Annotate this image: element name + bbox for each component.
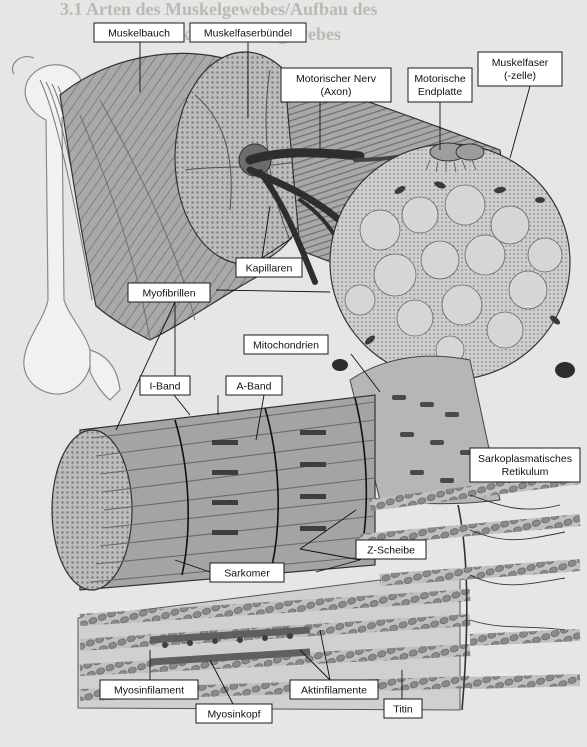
muscle-fiber-section bbox=[330, 144, 575, 380]
svg-text:Mitochondrien: Mitochondrien bbox=[253, 340, 319, 352]
label-motorischer-nerv: Motorischer Nerv (Axon) bbox=[281, 68, 391, 102]
svg-text:Muskelfaserbündel: Muskelfaserbündel bbox=[204, 28, 292, 40]
label-sarkomer: Sarkomer bbox=[210, 563, 284, 582]
svg-text:A-Band: A-Band bbox=[236, 381, 271, 393]
label-myosinkopf: Myosinkopf bbox=[196, 704, 272, 723]
svg-text:Titin: Titin bbox=[393, 704, 413, 716]
label-myosinfilament: Myosinfilament bbox=[100, 680, 198, 699]
label-muskelfaserbuendel: Muskelfaserbündel bbox=[190, 23, 306, 42]
svg-text:Myosinkopf: Myosinkopf bbox=[207, 709, 260, 721]
svg-text:Motorischer Nerv: Motorischer Nerv bbox=[296, 73, 377, 85]
svg-text:Z-Scheibe: Z-Scheibe bbox=[367, 545, 415, 557]
label-mitochondrien: Mitochondrien bbox=[244, 335, 328, 354]
label-aktinfilamente: Aktinfilamente bbox=[290, 680, 378, 699]
myofibril bbox=[52, 395, 375, 590]
svg-text:I-Band: I-Band bbox=[150, 381, 181, 393]
label-z-scheibe: Z-Scheibe bbox=[356, 540, 426, 559]
label-motorische-endplatte: Motorische Endplatte bbox=[408, 68, 472, 102]
label-sarkoplasmatisches-retikulum: Sarkoplasmatisches Retikulum bbox=[470, 448, 580, 482]
svg-text:Muskelfaser: Muskelfaser bbox=[492, 57, 549, 69]
svg-text:Kapillaren: Kapillaren bbox=[246, 263, 293, 275]
label-muskelbauch: Muskelbauch bbox=[94, 23, 184, 42]
label-kapillaren: Kapillaren bbox=[236, 258, 302, 277]
svg-text:Muskelbauch: Muskelbauch bbox=[108, 28, 170, 40]
svg-text:(-zelle): (-zelle) bbox=[504, 70, 536, 82]
background-heading-line1: 3.1 Arten des Muskelgewebes/Aufbau des bbox=[60, 0, 378, 19]
label-myofibrillen: Myofibrillen bbox=[128, 283, 210, 302]
svg-text:Endplatte: Endplatte bbox=[418, 86, 463, 98]
svg-text:(Axon): (Axon) bbox=[321, 86, 352, 98]
label-titin: Titin bbox=[384, 699, 422, 718]
label-a-band: A-Band bbox=[226, 376, 282, 395]
svg-text:Aktinfilamente: Aktinfilamente bbox=[301, 685, 367, 697]
label-i-band: I-Band bbox=[140, 376, 190, 395]
label-muskelfaser: Muskelfaser (-zelle) bbox=[478, 52, 562, 86]
svg-text:Sarkoplasmatisches: Sarkoplasmatisches bbox=[478, 453, 572, 465]
svg-text:Myosinfilament: Myosinfilament bbox=[114, 685, 184, 697]
svg-text:Motorische: Motorische bbox=[414, 73, 466, 85]
svg-text:Sarkomer: Sarkomer bbox=[224, 568, 270, 580]
svg-text:Retikulum: Retikulum bbox=[502, 466, 549, 478]
svg-text:Myofibrillen: Myofibrillen bbox=[142, 288, 195, 300]
